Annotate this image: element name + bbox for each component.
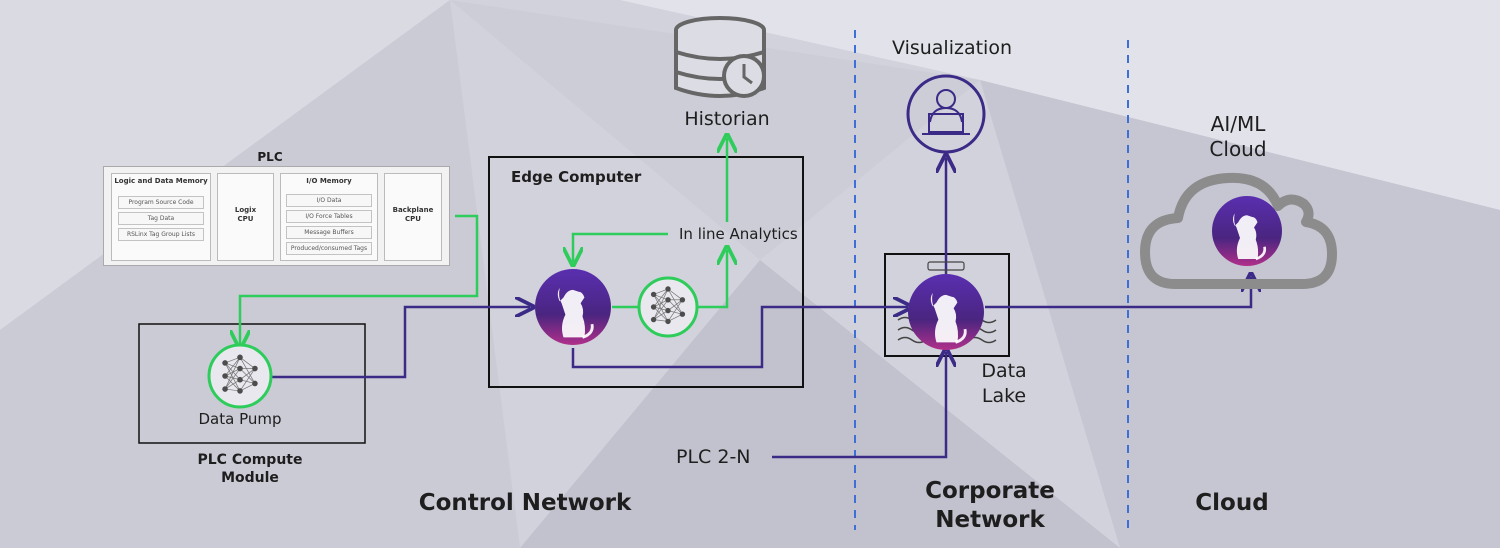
historian-label: Historian	[684, 108, 770, 130]
edge-to-lake-link	[571, 307, 908, 369]
zone-label-control: Control Network	[418, 490, 632, 516]
edge-dog-logo[interactable]	[535, 269, 611, 345]
backplane-cpu-col: Backplane CPU	[384, 173, 442, 261]
edge-computer-title: Edge Computer	[511, 168, 642, 186]
user-laptop-icon[interactable]	[906, 74, 986, 154]
logic-item: RSLinx Tag Group Lists	[118, 228, 204, 241]
logic-memory-header: Logic and Data Memory	[114, 177, 208, 185]
edge-computer-box	[488, 156, 804, 388]
io-item: Message Buffers	[286, 226, 372, 239]
io-item: I/O Data	[286, 194, 372, 207]
pump-to-edge-link	[272, 307, 530, 379]
zone-label-cloud: Cloud	[1195, 490, 1269, 516]
plc-panel[interactable]: Logic and Data Memory Program Source Cod…	[103, 166, 450, 266]
plc-title: PLC	[257, 150, 283, 164]
plc-compute-caption-2: Module	[221, 470, 279, 486]
aiml-label-2: Cloud	[1209, 137, 1267, 161]
data-pump-circle[interactable]	[207, 343, 273, 409]
data-lake-label: Data	[981, 360, 1027, 382]
logic-item: Tag Data	[118, 212, 204, 225]
backplane-cpu-label-2: CPU	[405, 215, 421, 223]
plc-compute-module-box	[138, 323, 366, 444]
plc2n-to-lake-link	[772, 352, 946, 459]
aiml-label: AI/ML	[1210, 112, 1266, 136]
data-lake-label-2: Lake	[981, 385, 1027, 407]
zone-label-corporate: Corporate	[925, 478, 1055, 504]
zone-label-corporate-2: Network	[935, 507, 1045, 533]
logic-item: Program Source Code	[118, 196, 204, 209]
io-memory-header: I/O Memory	[306, 177, 352, 185]
plc-to-pump-link	[240, 214, 479, 345]
cloud-icon[interactable]	[1140, 172, 1337, 289]
io-memory-col: I/O Memory I/O Data I/O Force Tables Mes…	[280, 173, 378, 261]
visualization-label: Visualization	[891, 37, 1012, 59]
logix-cpu-label-2: CPU	[237, 215, 254, 223]
nn-to-analytics-link	[696, 250, 727, 309]
inline-analytics-label: In line Analytics	[679, 225, 798, 243]
data-lake-icon[interactable]	[897, 261, 997, 350]
logic-memory-col: Logic and Data Memory Program Source Cod…	[111, 173, 211, 261]
logix-cpu-label: Logix	[234, 206, 257, 214]
analytics-feedback-link	[573, 232, 668, 262]
plc-compute-caption: PLC Compute	[197, 452, 303, 468]
database-clock-icon[interactable]	[674, 16, 766, 98]
green-connectors	[240, 138, 727, 345]
backplane-cpu-label: Backplane	[392, 206, 434, 214]
logix-cpu-col: Logix CPU	[217, 173, 274, 261]
data-pump-label: Data Pump	[198, 410, 282, 428]
io-item: I/O Force Tables	[286, 210, 372, 223]
plc-2n-label: PLC 2-N	[676, 446, 751, 468]
io-item: Produced/consumed Tags	[286, 242, 372, 255]
